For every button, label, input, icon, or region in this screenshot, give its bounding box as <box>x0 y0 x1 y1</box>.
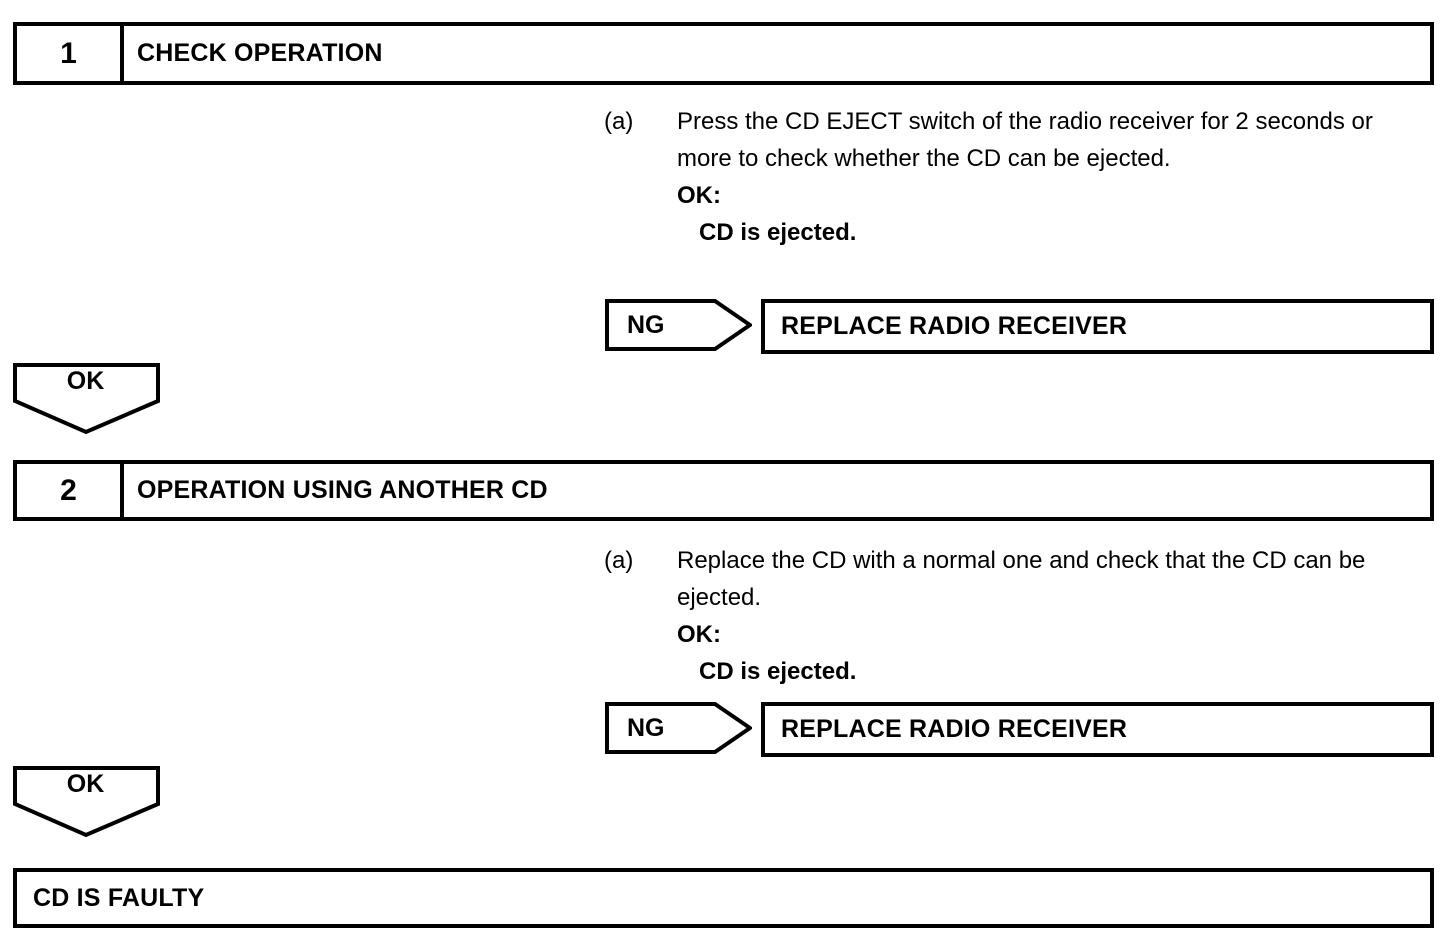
ok-pentagon-label: OK <box>66 770 105 798</box>
ok-pentagon-shape <box>13 363 160 435</box>
ng-arrow-label: NG <box>627 713 665 742</box>
ng-arrow-label: NG <box>627 310 665 339</box>
ng-result-box-1: REPLACE RADIO RECEIVER <box>761 299 1434 354</box>
step-1-instruction: (a) Press the CD EJECT switch of the rad… <box>604 103 1414 251</box>
instruction-label-a: (a) <box>604 108 634 135</box>
conclusion-box: CD IS FAULTY <box>13 868 1434 928</box>
ok-pentagon-label: OK <box>66 367 105 395</box>
instruction-sentence: Replace the CD with a normal one and che… <box>677 547 1366 611</box>
step-2-instruction: (a) Replace the CD with a normal one and… <box>604 542 1414 690</box>
ok-pentagon-2: OK <box>13 766 160 838</box>
instruction-ok-value: CD is ejected. <box>699 658 857 685</box>
instruction-ok-label: OK: <box>677 182 721 209</box>
ng-arrow-shape <box>605 299 752 351</box>
instruction-label-a: (a) <box>604 547 634 574</box>
ng-arrow-shape <box>605 702 752 754</box>
step-title-1: CHECK OPERATION <box>137 39 383 67</box>
step-header-1: 1 CHECK OPERATION <box>13 22 1434 85</box>
step-header-2: 2 OPERATION USING ANOTHER CD <box>13 460 1434 521</box>
instruction-body: Press the CD EJECT switch of the radio r… <box>677 103 1414 251</box>
instruction-sentence: Press the CD EJECT switch of the radio r… <box>677 108 1373 172</box>
instruction-body: Replace the CD with a normal one and che… <box>677 542 1414 690</box>
ng-arrow-2: NG <box>605 702 752 754</box>
ok-pentagon-shape <box>13 766 160 838</box>
step-number-1: 1 <box>17 26 124 81</box>
instruction-ok-label: OK: <box>677 621 721 648</box>
instruction-ok-value: CD is ejected. <box>699 219 857 246</box>
ng-result-box-2: REPLACE RADIO RECEIVER <box>761 702 1434 757</box>
step-number-2: 2 <box>17 464 124 517</box>
ng-arrow-1: NG <box>605 299 752 351</box>
instruction-row: (a) Replace the CD with a normal one and… <box>604 542 1414 690</box>
ok-pentagon-1: OK <box>13 363 160 435</box>
step-title-2: OPERATION USING ANOTHER CD <box>137 476 548 504</box>
instruction-row: (a) Press the CD EJECT switch of the rad… <box>604 103 1414 251</box>
